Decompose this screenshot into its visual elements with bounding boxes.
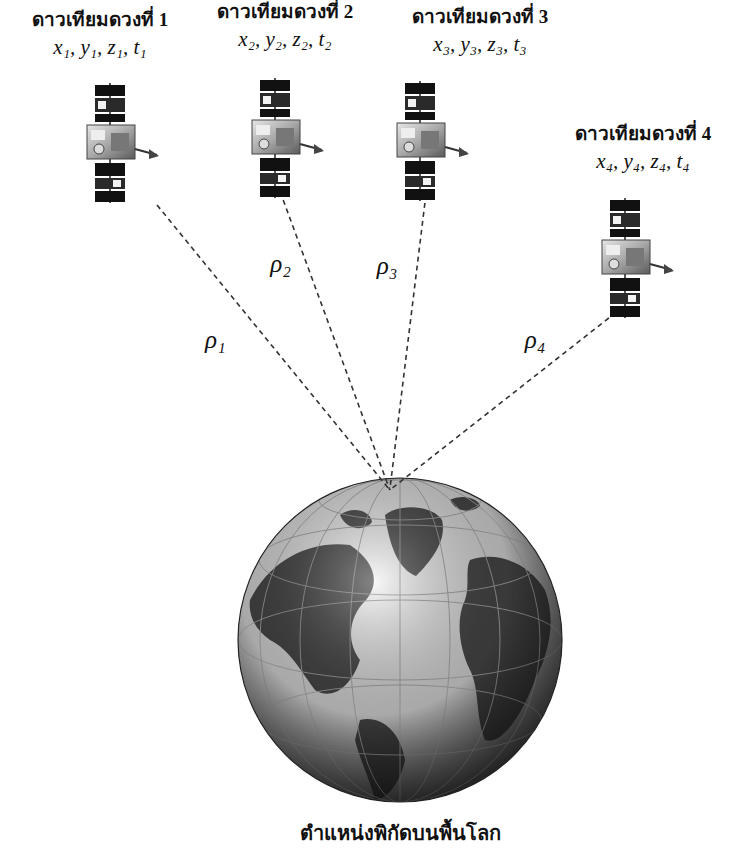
- range-label: ρ₂: [268, 250, 293, 278]
- satellite-node: ดาวเทียมดวงที่ 4x₄, y₄, z₄, t₄: [548, 122, 738, 318]
- earth-globe: [238, 478, 562, 802]
- range-line: [157, 205, 390, 490]
- range-line: [283, 200, 390, 490]
- node-heading: ดาวเทียมดวงที่ 3: [412, 5, 548, 29]
- range-line: [390, 318, 609, 490]
- satellite-picture: [397, 81, 469, 201]
- node-heading: ดาวเทียมดวงที่ 1: [32, 8, 168, 32]
- satellite-node: ดาวเทียมดวงที่ 1x₁, y₁, z₁, t₁: [5, 8, 195, 205]
- satellite-node: ดาวเทียมดวงที่ 3x₃, y₃, z₃, t₃: [385, 5, 575, 203]
- range-label: ρ₄: [523, 326, 548, 354]
- satellite-picture: [602, 198, 674, 318]
- satellite-picture: [87, 83, 159, 203]
- range-label: ρ₃: [375, 252, 400, 280]
- coordinate-label: x₃, y₃, z₃, t₃: [433, 31, 526, 57]
- node-heading: ดาวเทียมดวงที่ 2: [217, 0, 353, 24]
- satellite-node: ดาวเทียมดวงที่ 2x₂, y₂, z₂, t₂: [195, 0, 375, 200]
- coordinate-label: x₂, y₂, z₂, t₂: [238, 26, 331, 52]
- range-line: [390, 203, 425, 490]
- range-label: ρ₁: [203, 326, 228, 354]
- coordinate-label: x₄, y₄, z₄, t₄: [596, 148, 689, 174]
- node-heading: ดาวเทียมดวงที่ 4: [575, 122, 711, 146]
- node-heading: ตำแหน่งพิกัดบนพื้นโลก: [300, 821, 501, 846]
- coordinate-label: x₁, y₁, z₁, t₁: [53, 34, 146, 60]
- earth-node: ตำแหน่งพิกัดบนพื้นโลก: [230, 474, 570, 846]
- satellite-picture: [252, 78, 324, 198]
